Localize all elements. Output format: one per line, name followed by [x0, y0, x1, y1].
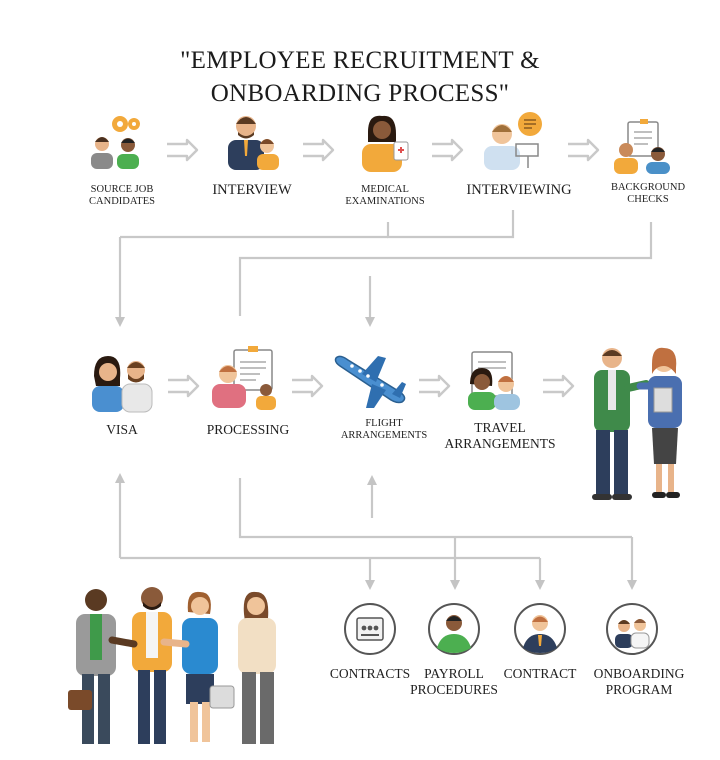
arrow-icon	[543, 374, 575, 398]
background-check-document-icon	[614, 119, 670, 174]
airplane-icon	[334, 355, 406, 408]
step-visa: VISA	[106, 422, 138, 437]
arrow-icon	[167, 138, 199, 162]
wire-processing-down	[238, 478, 632, 539]
arrow-icon	[168, 374, 200, 398]
wire-row1-to-visa	[386, 210, 515, 239]
step-interviewing: INTERVIEWING	[466, 182, 572, 198]
interview-people-icon	[228, 116, 279, 170]
travel-document-icon	[468, 351, 520, 410]
step-processing: PROCESSING	[206, 422, 290, 437]
candidates-with-gears-icon	[91, 116, 140, 169]
arrow-icon	[303, 138, 335, 162]
wire-background-checks	[238, 222, 653, 316]
contract-document-circle-icon	[344, 603, 396, 655]
payroll-person-circle-icon	[428, 603, 480, 655]
team-group-illustration-icon	[68, 587, 276, 744]
title-line-1: "EMPLOYEE RECRUITMENT &	[180, 47, 540, 74]
step-contracts: CONTRACTS	[329, 666, 411, 681]
two-applicants-icon	[92, 356, 153, 413]
interviewer-speech-bubble-icon	[484, 112, 542, 170]
onboarding-team-circle-icon	[606, 603, 658, 655]
step-contract: CONTRACT	[503, 666, 577, 681]
step-interview: INTERVIEW	[212, 182, 292, 198]
doctor-with-clipboard-icon	[362, 115, 409, 172]
arrow-icon	[419, 374, 451, 398]
arrow-icon	[432, 138, 464, 162]
title-line-2: ONBOARDING PROCESS"	[210, 80, 510, 107]
arrow-icon	[568, 138, 600, 162]
diagram-title: "EMPLOYEE RECRUITMENT & ONBOARDING PROCE…	[0, 44, 720, 110]
arrow-icon	[292, 374, 324, 398]
processing-document-icon	[212, 346, 276, 410]
contract-person-circle-icon	[514, 603, 566, 655]
handshake-illustration-icon	[592, 347, 682, 500]
